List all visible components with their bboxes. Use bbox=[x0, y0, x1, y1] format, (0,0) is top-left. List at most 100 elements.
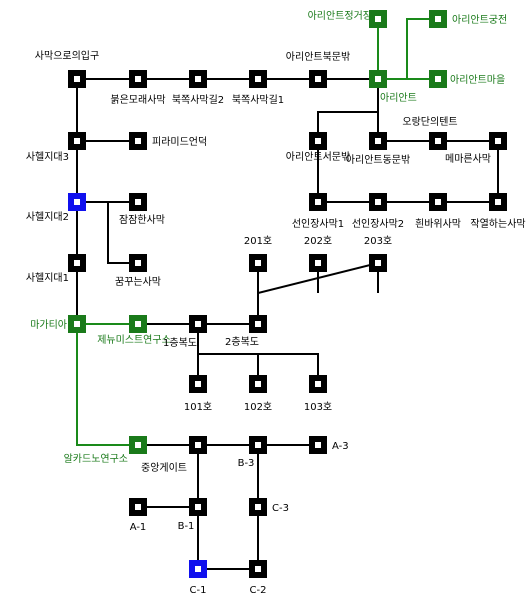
map-node-corridor-1f[interactable] bbox=[189, 315, 207, 333]
node-label-sahel-zone-3: 사헬지대3 bbox=[26, 151, 69, 163]
map-node-sahel-zone-1[interactable] bbox=[68, 254, 86, 272]
map-node-b-3[interactable] bbox=[249, 436, 267, 454]
node-center bbox=[435, 16, 441, 22]
node-label-ariant: 아리안트 bbox=[380, 92, 417, 104]
map-node-ariant-north-gate[interactable] bbox=[309, 70, 327, 88]
node-center bbox=[135, 504, 141, 510]
map-node-corridor-2f[interactable] bbox=[249, 315, 267, 333]
node-label-magatia: 마가티아 bbox=[30, 319, 67, 331]
map-node-a-3[interactable] bbox=[309, 436, 327, 454]
map-node-c-3[interactable] bbox=[249, 498, 267, 516]
map-node-dreaming-desert[interactable] bbox=[129, 254, 147, 272]
map-node-red-sand-desert[interactable] bbox=[129, 70, 147, 88]
map-node-north-desert-road-1[interactable] bbox=[249, 70, 267, 88]
node-label-north-desert-road-1: 북쪽사막길1 bbox=[232, 93, 284, 106]
node-label-corridor-1f: 1층복도 bbox=[163, 337, 197, 349]
map-nodes bbox=[68, 10, 507, 578]
link-1f-rooms bbox=[198, 353, 319, 384]
node-center bbox=[135, 199, 141, 205]
map-node-room-102[interactable] bbox=[249, 375, 267, 393]
node-center bbox=[315, 442, 321, 448]
node-center bbox=[435, 199, 441, 205]
node-label-ariant-north-gate: 아리안트북문밖 bbox=[286, 51, 350, 63]
map-node-desert-entrance[interactable] bbox=[68, 70, 86, 88]
node-label-north-desert-road-2: 북쪽사막길2 bbox=[172, 93, 224, 106]
node-label-a-1: A-1 bbox=[130, 522, 147, 533]
link-cactus-row bbox=[317, 141, 498, 203]
map-node-c-1[interactable] bbox=[189, 560, 207, 578]
connections bbox=[76, 18, 499, 570]
node-label-sahel-zone-2: 사헬지대2 bbox=[26, 211, 69, 223]
node-label-dreaming-desert: 꿈꾸는사막 bbox=[115, 276, 161, 288]
node-label-sahel-zone-1: 사헬지대1 bbox=[26, 272, 69, 284]
node-center bbox=[315, 381, 321, 387]
node-center bbox=[195, 321, 201, 327]
node-label-room-203: 203호 bbox=[364, 235, 392, 247]
map-node-ariant-village[interactable] bbox=[429, 70, 447, 88]
map-node-sahel-zone-3[interactable] bbox=[68, 132, 86, 150]
map-node-alcadno-lab[interactable] bbox=[129, 436, 147, 454]
map-node-cactus-desert-2[interactable] bbox=[369, 193, 387, 211]
link-west-gate bbox=[317, 79, 379, 141]
node-center bbox=[255, 504, 261, 510]
node-center bbox=[495, 199, 501, 205]
node-label-ariant-village: 아리안트마을 bbox=[450, 74, 505, 86]
map-node-magatia[interactable] bbox=[68, 315, 86, 333]
map-node-zenumist-lab[interactable] bbox=[129, 315, 147, 333]
map-node-ariant-palace[interactable] bbox=[429, 10, 447, 28]
map-node-cactus-desert-1[interactable] bbox=[309, 193, 327, 211]
map-node-room-201[interactable] bbox=[249, 254, 267, 272]
map-node-room-101[interactable] bbox=[189, 375, 207, 393]
map-node-calm-desert[interactable] bbox=[129, 193, 147, 211]
node-label-corridor-2f: 2층복도 bbox=[225, 336, 259, 348]
map-node-c-2[interactable] bbox=[249, 560, 267, 578]
node-label-b-1: B-1 bbox=[178, 521, 195, 532]
map-node-ariant-station[interactable] bbox=[369, 10, 387, 28]
node-label-ariant-west-gate: 아리안트서문밖 bbox=[286, 151, 350, 163]
map-node-ariant-east-gate[interactable] bbox=[369, 132, 387, 150]
node-label-room-101: 101호 bbox=[184, 401, 212, 413]
node-center bbox=[195, 504, 201, 510]
node-label-white-rock-desert: 흰바위사막 bbox=[415, 217, 461, 230]
map-node-central-gate[interactable] bbox=[189, 436, 207, 454]
map-node-b-1[interactable] bbox=[189, 498, 207, 516]
map-node-tent[interactable] bbox=[429, 132, 447, 150]
node-label-pyramid-hill: 피라미드언덕 bbox=[152, 136, 207, 148]
node-center bbox=[135, 260, 141, 266]
node-label-tent: 오랑단의텐트 bbox=[402, 116, 457, 128]
map-node-white-rock-desert[interactable] bbox=[429, 193, 447, 211]
link-lab-loop bbox=[197, 445, 259, 570]
map-node-north-desert-road-2[interactable] bbox=[189, 70, 207, 88]
map-node-room-202[interactable] bbox=[309, 254, 327, 272]
map-node-sahel-zone-2[interactable] bbox=[68, 193, 86, 211]
node-center bbox=[375, 16, 381, 22]
node-center bbox=[74, 76, 80, 82]
node-label-alcadno-lab: 알카드노연구소 bbox=[64, 453, 128, 465]
map-node-dry-desert[interactable] bbox=[489, 132, 507, 150]
node-label-cactus-desert-1: 선인장사막1 bbox=[292, 218, 344, 230]
map-node-ariant[interactable] bbox=[369, 70, 387, 88]
node-label-red-sand-desert: 붉은모래사막 bbox=[110, 94, 165, 106]
link-dreaming bbox=[90, 201, 138, 264]
node-label-c-2: C-2 bbox=[250, 585, 267, 596]
node-center bbox=[195, 381, 201, 387]
node-center bbox=[375, 138, 381, 144]
node-label-cactus-desert-2: 선인장사막2 bbox=[352, 218, 404, 230]
node-label-room-201: 201호 bbox=[244, 235, 272, 247]
map-node-room-103[interactable] bbox=[309, 375, 327, 393]
node-center bbox=[315, 199, 321, 205]
node-label-ariant-east-gate: 아리안트동문밖 bbox=[346, 154, 410, 166]
node-center bbox=[135, 442, 141, 448]
map-node-scorching-desert[interactable] bbox=[489, 193, 507, 211]
node-center bbox=[255, 76, 261, 82]
map-node-room-203[interactable] bbox=[369, 254, 387, 272]
node-center bbox=[195, 566, 201, 572]
map-node-a-1[interactable] bbox=[129, 498, 147, 516]
node-center bbox=[375, 260, 381, 266]
map-node-ariant-west-gate[interactable] bbox=[309, 132, 327, 150]
link-magatia-alcadno bbox=[76, 324, 138, 446]
map-node-pyramid-hill[interactable] bbox=[129, 132, 147, 150]
node-center bbox=[135, 138, 141, 144]
